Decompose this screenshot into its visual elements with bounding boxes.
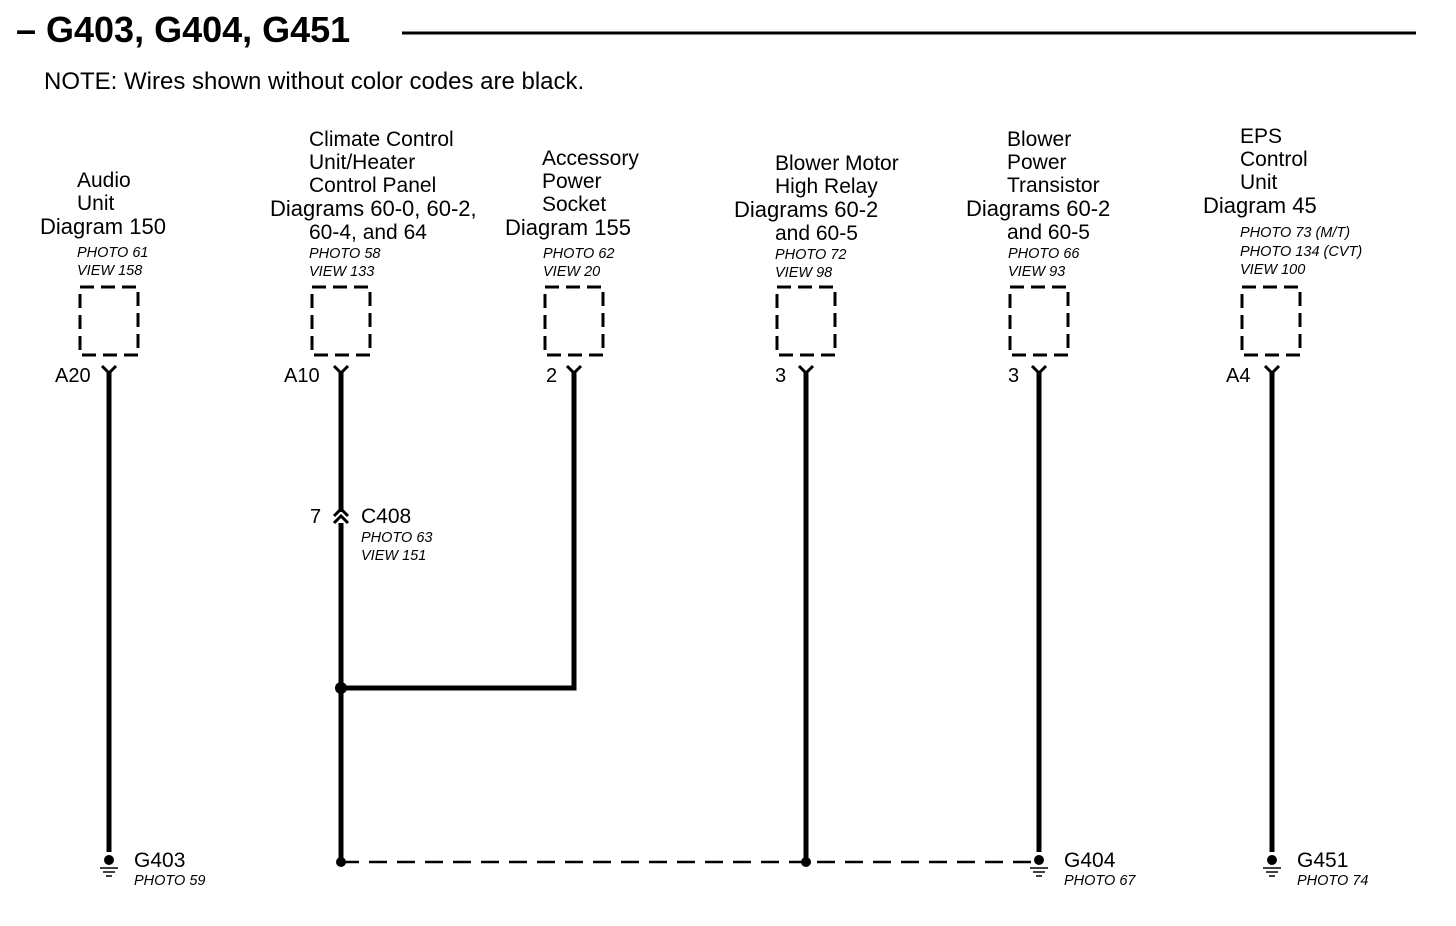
diagram-reference: and 60-5 [775, 222, 858, 245]
component-eps-control-unit: EPS Control Unit Diagram 45 PHOTO 73 (M/… [1203, 125, 1362, 387]
view-reference: VIEW 93 [1008, 264, 1065, 280]
view-reference: VIEW 20 [543, 264, 600, 280]
component-box [1008, 285, 1070, 357]
component-name-line: Control Panel [309, 174, 436, 197]
ground-g451: G451 PHOTO 74 [1263, 849, 1368, 889]
ground-name: G403 [134, 849, 185, 872]
ground-point [1034, 855, 1044, 865]
component-name-line: Socket [542, 193, 606, 216]
diagram-reference: Diagram 150 [40, 214, 166, 239]
view-reference: VIEW 133 [309, 264, 374, 280]
pin-label: A10 [284, 365, 320, 387]
component-name-line: EPS [1240, 125, 1282, 148]
photo-reference: PHOTO 63 [361, 530, 432, 546]
ground-name: G404 [1064, 849, 1116, 872]
component-name-line: Unit/Heater [309, 151, 415, 174]
component-box [310, 285, 372, 357]
photo-reference: PHOTO 134 (CVT) [1240, 244, 1362, 260]
terminal-symbols [100, 364, 1281, 376]
component-accessory-power-socket: Accessory Power Socket Diagram 155 PHOTO… [505, 147, 639, 387]
component-box [1240, 285, 1302, 357]
component-name-line: Control [1240, 148, 1308, 171]
wires [106, 371, 1275, 862]
splice-point [801, 857, 811, 867]
connector-c408: 7 C408 PHOTO 63 VIEW 151 [310, 505, 432, 564]
component-name-line: Accessory [542, 147, 639, 170]
diagram-reference: Diagrams 60-2 [966, 196, 1110, 221]
photo-reference: PHOTO 58 [309, 246, 380, 262]
photo-reference: PHOTO 62 [543, 246, 614, 262]
title-dash: – [16, 9, 36, 50]
diagram-reference: Diagram 155 [505, 215, 631, 240]
diagram-reference: 60-4, and 64 [309, 221, 427, 244]
component-audio-unit: Audio Unit Diagram 150 PHOTO 61 VIEW 158… [40, 169, 166, 387]
component-name-line: Climate Control [309, 128, 454, 151]
component-name-line: Transistor [1007, 174, 1100, 197]
photo-reference: PHOTO 67 [1064, 873, 1136, 889]
splice-point [335, 682, 347, 694]
pin-label: A20 [55, 365, 91, 387]
photo-reference: PHOTO 61 [77, 245, 148, 261]
view-reference: VIEW 100 [1240, 262, 1305, 278]
pin-label: 2 [546, 365, 557, 387]
connector-name: C408 [361, 505, 411, 528]
ground-name: G451 [1297, 849, 1348, 872]
component-name-line: Audio [77, 169, 131, 192]
view-reference: VIEW 158 [77, 263, 142, 279]
pin-label: 3 [1008, 365, 1019, 387]
component-name-line: Blower [1007, 128, 1071, 151]
diagram-reference: and 60-5 [1007, 221, 1090, 244]
wire-accessory-socket [341, 371, 577, 691]
splice-point [336, 857, 346, 867]
component-box [78, 285, 140, 357]
ground-symbol-icon [1263, 867, 1281, 877]
ground-symbol-icon [1030, 867, 1048, 877]
component-name-line: High Relay [775, 175, 878, 198]
diagram-reference: Diagram 45 [1203, 193, 1317, 218]
component-name-line: Unit [1240, 171, 1278, 194]
component-name-line: Power [542, 170, 602, 193]
component-name-line: Blower Motor [775, 152, 899, 175]
diagram-reference: Diagrams 60-2 [734, 197, 878, 222]
view-reference: VIEW 151 [361, 548, 426, 564]
pin-label: A4 [1226, 365, 1250, 387]
ground-point [1267, 855, 1277, 865]
component-blower-motor-high-relay: Blower Motor High Relay Diagrams 60-2 an… [734, 152, 899, 387]
component-name-line: Power [1007, 151, 1067, 174]
page-title: G403, G404, G451 [46, 9, 350, 50]
component-climate-control-unit: Climate Control Unit/Heater Control Pane… [270, 128, 477, 387]
photo-reference: PHOTO 73 (M/T) [1240, 225, 1350, 241]
ground-point [104, 855, 114, 865]
photo-reference: PHOTO 66 [1008, 246, 1080, 262]
ground-symbol-icon [100, 867, 118, 877]
photo-reference: PHOTO 72 [775, 247, 846, 263]
component-name-line: Unit [77, 192, 115, 215]
diagram-reference: Diagrams 60-0, 60-2, [270, 196, 477, 221]
connector-pin-label: 7 [310, 506, 321, 528]
photo-reference: PHOTO 59 [134, 873, 205, 889]
ground-g404: G404 PHOTO 67 [1030, 849, 1136, 889]
note-text: NOTE: Wires shown without color codes ar… [44, 68, 584, 95]
component-blower-power-transistor: Blower Power Transistor Diagrams 60-2 an… [966, 128, 1110, 387]
pin-label: 3 [775, 365, 786, 387]
component-box [543, 285, 605, 357]
component-box [775, 285, 837, 357]
photo-reference: PHOTO 74 [1297, 873, 1368, 889]
connector-symbol [332, 506, 350, 525]
view-reference: VIEW 98 [775, 265, 832, 281]
ground-g403: G403 PHOTO 59 [100, 849, 205, 889]
